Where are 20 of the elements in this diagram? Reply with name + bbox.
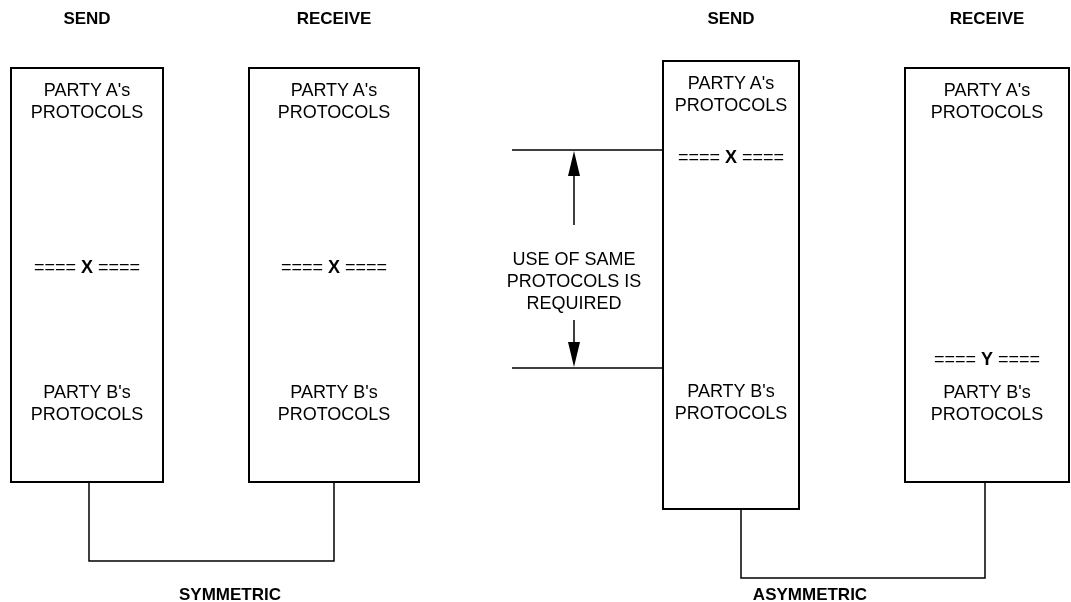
connector-line <box>740 482 986 579</box>
protocol-label: PARTY B's PROTOCOLS <box>673 380 789 424</box>
protocol-marker: ==== X ==== <box>32 256 142 278</box>
protocol-label: PARTY B's PROTOCOLS <box>29 381 145 425</box>
protocol-label: PARTY A's PROTOCOLS <box>673 72 789 116</box>
diagram-caption: ASYMMETRIC <box>751 584 869 602</box>
protocol-marker: ==== X ==== <box>279 256 389 278</box>
column-heading: SEND <box>706 8 756 30</box>
protocol-marker: ==== X ==== <box>676 146 786 168</box>
column-heading: RECEIVE <box>948 8 1026 30</box>
protocol-label: PARTY A's PROTOCOLS <box>29 79 145 123</box>
protocol-marker: ==== Y ==== <box>932 348 1042 370</box>
protocol-label: PARTY A's PROTOCOLS <box>276 79 392 123</box>
protocol-label: PARTY B's PROTOCOLS <box>276 381 392 425</box>
column-heading: RECEIVE <box>295 8 373 30</box>
protocol-label: PARTY A's PROTOCOLS <box>929 79 1045 123</box>
column-heading: SEND <box>62 8 112 30</box>
diagram-caption: SYMMETRIC <box>178 584 282 602</box>
connector-line <box>88 482 335 562</box>
protocol-label: PARTY B's PROTOCOLS <box>929 381 1045 425</box>
